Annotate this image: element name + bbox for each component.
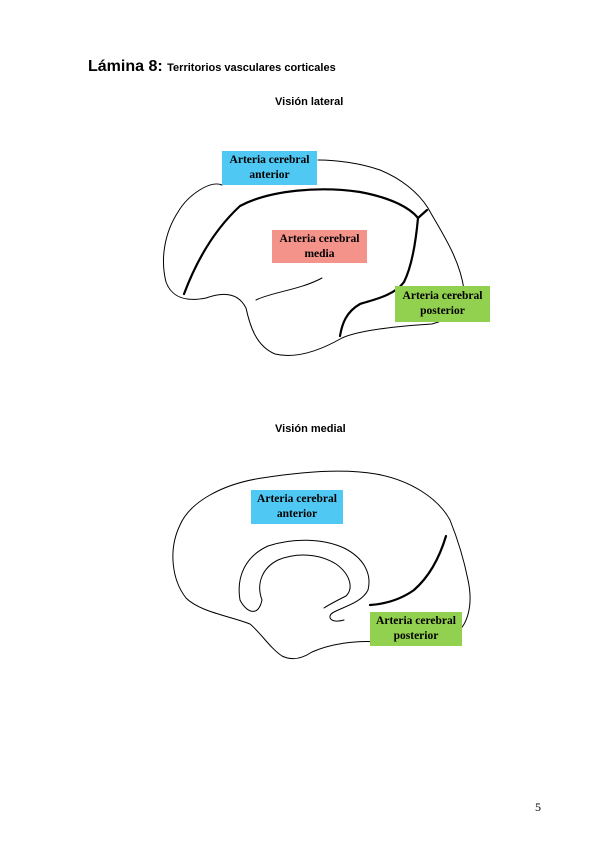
medial-label-posterior-line2: posterior [393,630,439,642]
page-title: Lámina 8: Territorios vasculares cortica… [88,58,336,76]
medial-label-anterior-cerebral-artery: Arteria cerebral anterior [251,490,343,524]
medial-corpus-callosum-inner [259,554,351,609]
lateral-label-middle-cerebral-artery: Arteria cerebral media [272,230,367,263]
medial-corpus-callosum-outer [238,539,370,622]
lateral-label-anterior-line2: anterior [249,169,290,181]
lateral-temporal-fold [255,277,323,301]
medial-boundary-anterior-posterior [368,534,448,607]
medial-label-anterior-line1: Arteria cerebral [257,493,337,505]
lateral-view-title: Visión lateral [275,96,344,108]
plate-subtitle: Territorios vasculares corticales [167,62,336,74]
lateral-label-media-line2: media [304,247,335,260]
lateral-label-posterior-cerebral-artery: Arteria cerebral posterior [395,286,490,322]
lateral-label-anterior-cerebral-artery: Arteria cerebral anterior [222,151,317,185]
lateral-boundary-middle-posterior [338,216,420,338]
medial-inner-lower-contour [239,599,263,612]
medial-label-posterior-cerebral-artery: Arteria cerebral posterior [370,612,462,646]
plate-number: Lámina 8: [88,58,163,75]
lateral-label-media-line1: Arteria cerebral [279,232,360,245]
medial-label-posterior-line1: Arteria cerebral [376,615,456,627]
lateral-label-posterior-line2: posterior [420,305,465,317]
medial-view-title: Visión medial [275,423,346,435]
lateral-boundary-anterior-middle [182,188,429,296]
lateral-label-posterior-line1: Arteria cerebral [402,290,483,302]
page-number: 5 [535,800,541,814]
lateral-label-anterior-line1: Arteria cerebral [229,154,310,166]
medial-label-anterior-line2: anterior [276,508,318,520]
lateral-brain-outline [163,159,465,356]
